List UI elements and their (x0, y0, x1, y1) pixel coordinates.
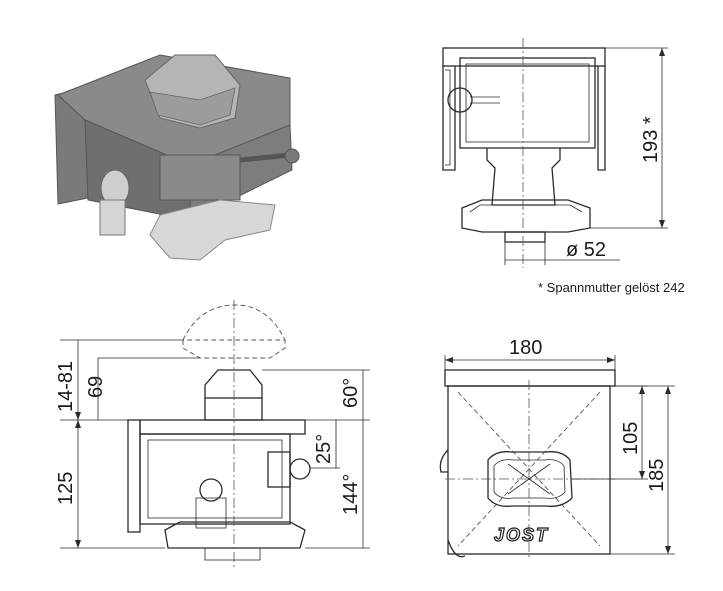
dim-25: 25° (313, 434, 335, 464)
jost-logo: JOST (494, 525, 549, 545)
front-view (439, 355, 675, 560)
side-view-top (442, 38, 668, 268)
dim-60: 60° (340, 378, 362, 408)
dim-105: 105 (620, 422, 642, 455)
dim-144: 144° (340, 474, 362, 515)
side-view-bottom (60, 300, 370, 570)
dim-193: 193 * (640, 116, 662, 163)
dim-125: 125 (55, 472, 77, 505)
footnote: * Spannmutter gelöst 242 (538, 280, 685, 295)
dim-69: 69 (85, 376, 107, 398)
dim-14-81: 14-81 (55, 361, 77, 412)
dim-diameter-52: ø 52 (566, 239, 606, 261)
dim-185: 185 (646, 459, 668, 492)
isometric-render (54, 54, 300, 261)
dim-180: 180 (509, 337, 542, 359)
